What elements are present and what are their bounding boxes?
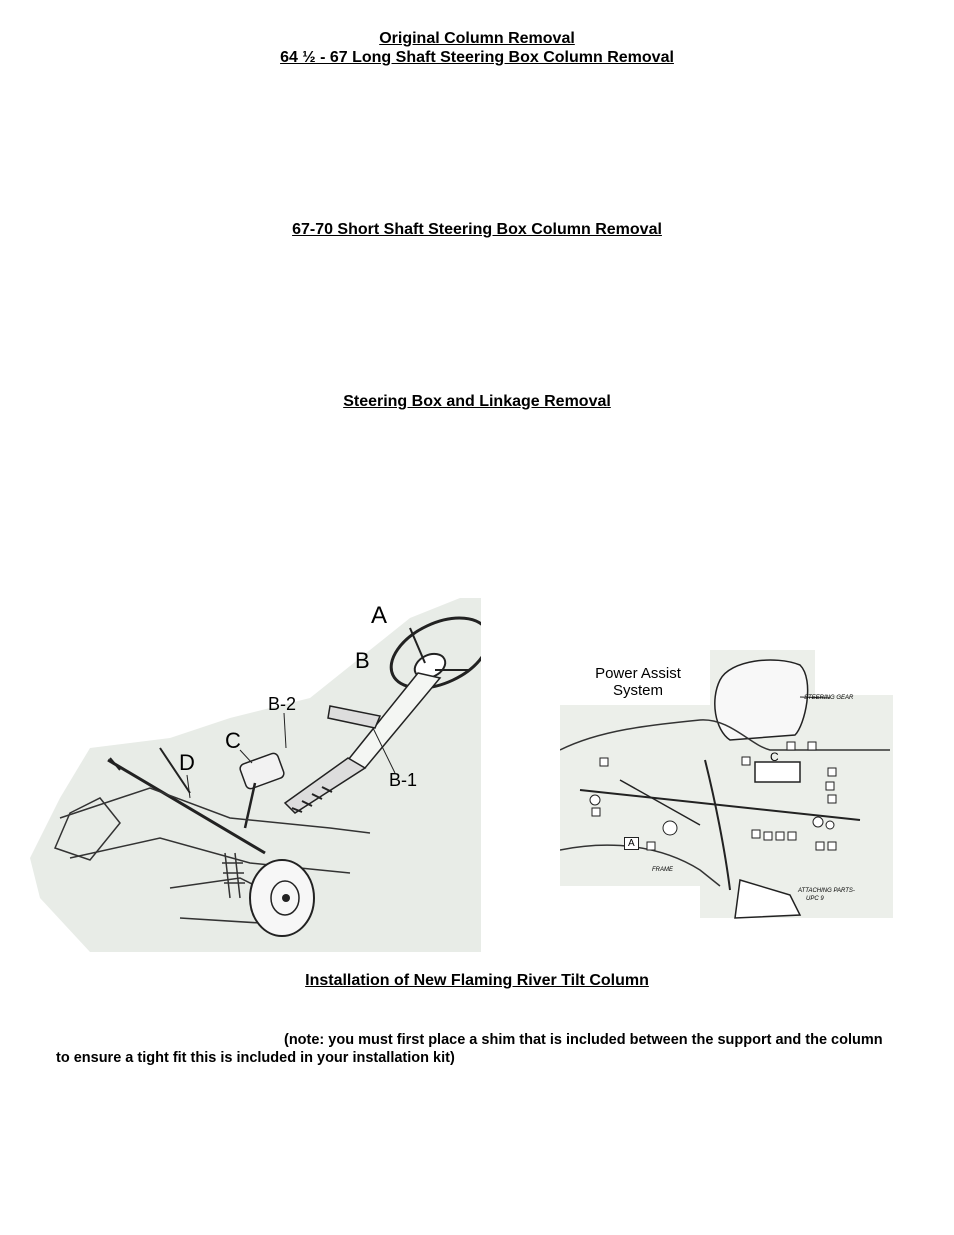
power-assist-title: Power Assist System bbox=[588, 665, 688, 699]
heading-installation: Installation of New Flaming River Tilt C… bbox=[305, 972, 649, 989]
label-mark-c: C bbox=[770, 750, 779, 764]
heading-long-shaft-removal: 64 ½ - 67 Long Shaft Steering Box Column… bbox=[280, 49, 674, 66]
power-assist-title-line-1: Power Assist bbox=[595, 665, 681, 682]
steering-column-illustration: A B B-2 B-1 C D bbox=[30, 598, 481, 952]
heading-short-shaft-removal: 67-70 Short Shaft Steering Box Column Re… bbox=[292, 221, 662, 238]
label-c: C bbox=[225, 728, 241, 753]
heading-original-column-removal: Original Column Removal bbox=[379, 30, 575, 47]
power-assist-drawing bbox=[560, 650, 893, 919]
power-assist-title-line-2: System bbox=[612, 682, 663, 699]
label-steering-gear: STEERING GEAR bbox=[804, 695, 854, 701]
steering-column-drawing bbox=[30, 598, 481, 952]
label-a: A bbox=[371, 602, 388, 629]
label-attaching-parts: ATTACHING PARTS- bbox=[798, 888, 855, 894]
label-b: B bbox=[355, 648, 370, 673]
label-upc: UPC 9 bbox=[806, 896, 824, 902]
installation-note: (note: you must first place a shim that … bbox=[56, 1031, 896, 1067]
installation-note-text: (note: you must first place a shim that … bbox=[56, 1032, 883, 1066]
label-b-2: B-2 bbox=[268, 694, 297, 714]
label-frame: FRAME bbox=[652, 867, 673, 873]
heading-steering-box-linkage-removal: Steering Box and Linkage Removal bbox=[343, 393, 611, 410]
label-d: D bbox=[179, 750, 195, 775]
label-mark-a: A bbox=[624, 837, 639, 850]
label-b-1: B-1 bbox=[389, 770, 418, 790]
power-assist-diagram: Power Assist System STEERING GEAR FRAME … bbox=[560, 650, 893, 920]
